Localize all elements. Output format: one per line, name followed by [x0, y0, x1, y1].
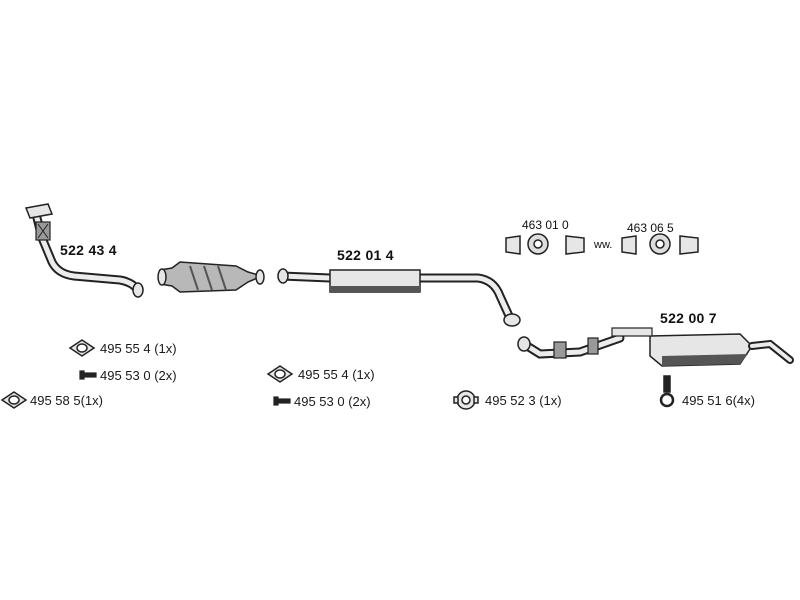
- bolt-icon: [79, 370, 97, 380]
- clamp-separator: ww.: [594, 239, 613, 251]
- gasket-2-label: 495 58 5(1x): [30, 393, 103, 408]
- rear-silencer-part-number: 522 00 7: [660, 310, 717, 326]
- bolt-icon: [273, 396, 291, 406]
- gasket-1-label: 495 55 4 (1x): [100, 341, 177, 356]
- rear-silencer: [517, 327, 794, 367]
- ring-gasket-label: 495 52 3 (1x): [485, 393, 562, 408]
- rubber-mount-label: 495 51 6(4x): [682, 393, 755, 408]
- rubber-mount-icon: [659, 375, 675, 408]
- front-pipe: [24, 203, 144, 298]
- gasket-3-label: 495 55 4 (1x): [298, 367, 375, 382]
- gasket-icon: [0, 391, 28, 409]
- bolt-1-label: 495 53 0 (2x): [100, 368, 177, 383]
- front-pipe-part-number: 522 43 4: [60, 242, 117, 258]
- middle-silencer: [277, 268, 521, 327]
- clamp-set-b: [621, 233, 699, 255]
- clamp-a-part-number: 463 01 0: [522, 218, 569, 232]
- gasket-icon: [266, 365, 294, 383]
- gasket-icon: [68, 339, 96, 357]
- clamp-b-part-number: 463 06 5: [627, 221, 674, 235]
- ring-gasket-icon: [453, 390, 479, 410]
- bolt-2-label: 495 53 0 (2x): [294, 394, 371, 409]
- clamp-set-a: [505, 233, 585, 255]
- catalytic-converter: [157, 261, 265, 293]
- middle-silencer-part-number: 522 01 4: [337, 247, 394, 263]
